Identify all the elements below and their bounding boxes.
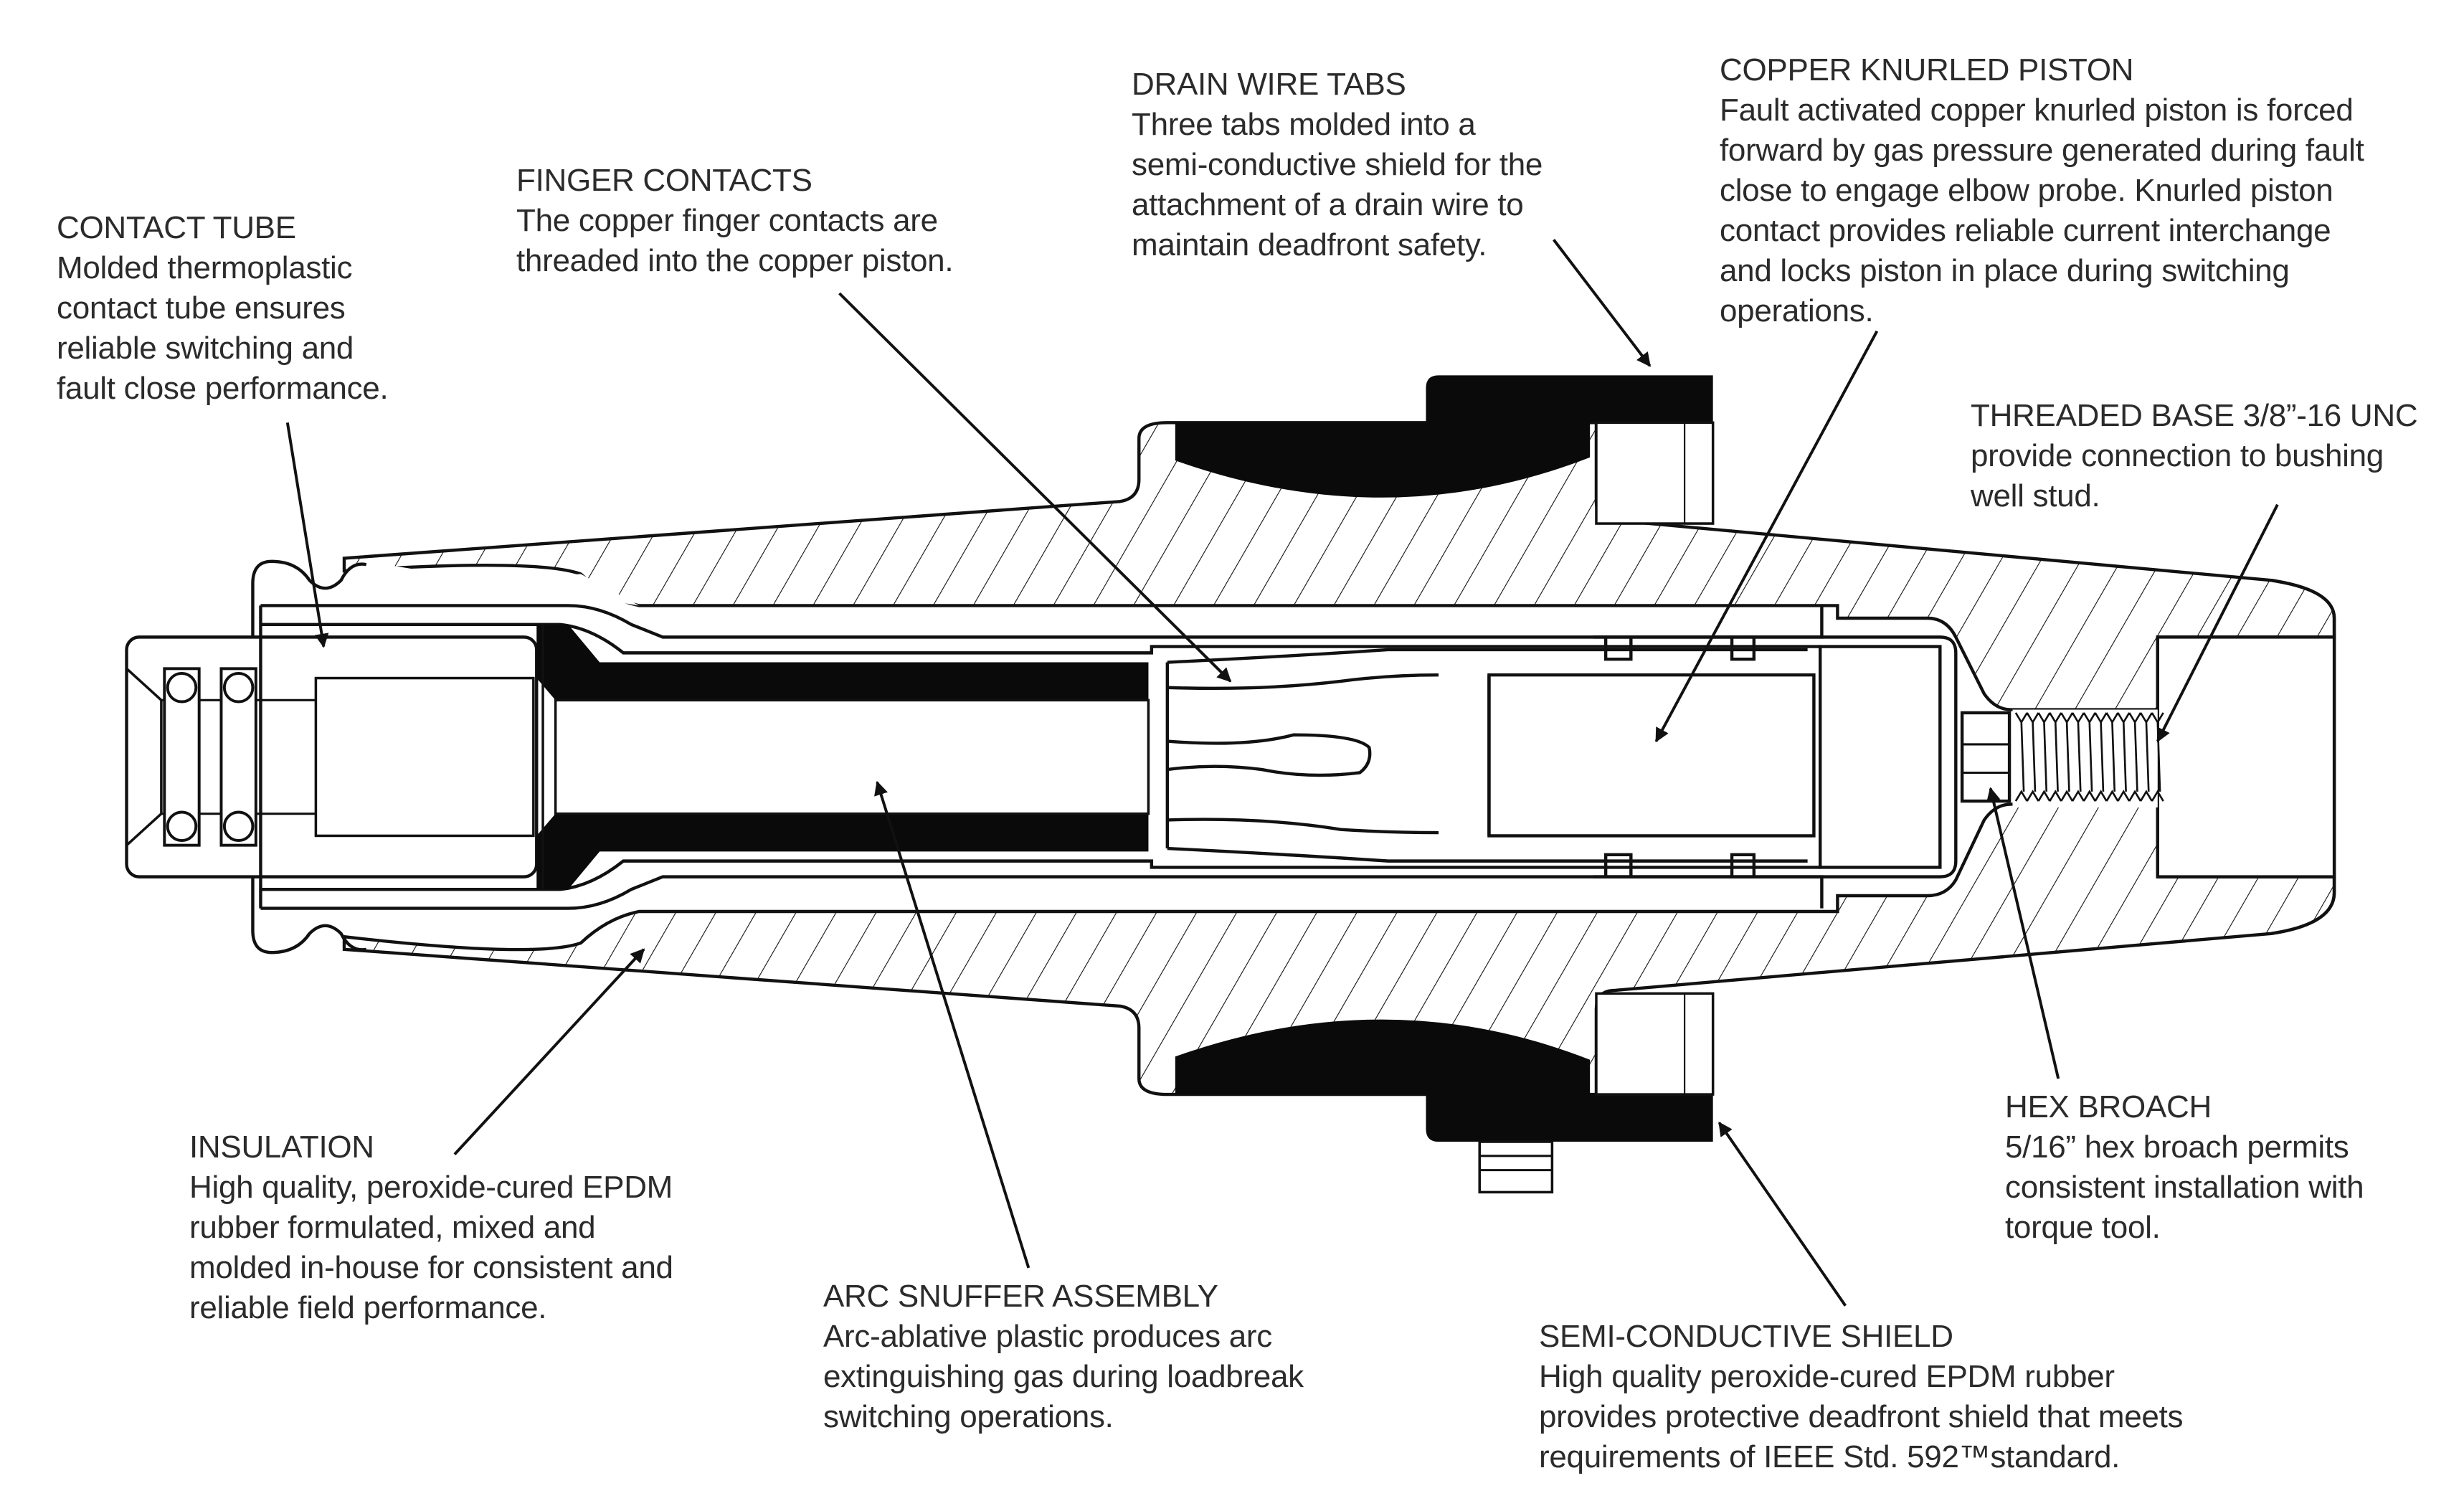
insulation-lower <box>342 802 2336 1097</box>
callout-line: extinguishing gas during loadbreak <box>823 1359 1304 1394</box>
o-ring-2 <box>219 667 257 847</box>
shield-upper-crescent <box>1175 422 1591 498</box>
callout-insulation: INSULATION High quality, peroxide-cured … <box>189 1127 673 1328</box>
arrow-semi-conductive-shield <box>1717 1122 1847 1307</box>
shield-lower-ring <box>1595 992 1715 1096</box>
callout-drain-wire-tabs: DRAIN WIRE TABS Three tabs molded into a… <box>1132 65 1543 265</box>
callout-hex-broach: HEX BROACH 5/16” hex broach permits cons… <box>2005 1087 2364 1248</box>
callout-line: reliable switching and <box>57 331 354 366</box>
insulation-upper <box>342 421 2336 711</box>
callout-line: and locks piston in place during switchi… <box>1720 253 2290 288</box>
callout-finger-contacts: FINGER CONTACTS The copper finger contac… <box>516 161 954 281</box>
shield-lower-crescent <box>1175 1019 1591 1095</box>
callout-line: 5/16” hex broach permits <box>2005 1130 2349 1165</box>
threaded-base <box>2012 709 2164 808</box>
callout-line: contact tube ensures <box>57 290 346 326</box>
callout-title: INSULATION <box>189 1130 374 1165</box>
contact-tube-flange-upper <box>251 559 367 638</box>
insulation-body <box>342 421 2336 1097</box>
callout-line: well stud. <box>1971 478 2100 513</box>
shield-lower-collar <box>1426 1094 1713 1142</box>
callout-title: CONTACT TUBE <box>57 210 296 245</box>
callout-threaded-base: THREADED BASE 3/8”-16 UNC provide connec… <box>1971 396 2418 516</box>
insulation-nose-tip <box>2270 579 2336 935</box>
arrow-hex-broach <box>1986 787 2060 1079</box>
contact-tube-flange-lower <box>251 876 367 955</box>
callout-line: requirements of IEEE Std. 592™standard. <box>1539 1439 2121 1474</box>
hex-broach <box>1960 711 2012 803</box>
callout-line: contact provides reliable current interc… <box>1720 213 2331 248</box>
callout-line: torque tool. <box>2005 1210 2161 1245</box>
callout-line: Fault activated copper knurled piston is… <box>1720 93 2354 128</box>
callout-line: fault close performance. <box>57 371 389 406</box>
callout-line: High quality peroxide-cured EPDM rubber <box>1539 1359 2115 1394</box>
o-ring-1 <box>163 667 201 847</box>
callout-title: DRAIN WIRE TABS <box>1132 67 1406 102</box>
shield-upper-ring <box>1595 421 1715 525</box>
copper-knurled-piston <box>1487 637 1816 877</box>
inner-housing <box>259 604 1958 910</box>
semi-conductive-shield <box>1175 375 1715 1194</box>
callout-line: reliable field performance. <box>189 1290 547 1325</box>
arrow-contact-tube <box>285 422 329 648</box>
callout-line: Arc-ablative plastic produces arc <box>823 1319 1272 1354</box>
callout-title: COPPER KNURLED PISTON <box>1720 52 2134 87</box>
finger-contacts <box>1165 648 1808 863</box>
callout-title: SEMI-CONDUCTIVE SHIELD <box>1539 1319 1953 1354</box>
arc-snuffer-assembly <box>536 624 1150 890</box>
callout-line: High quality, peroxide-cured EPDM <box>189 1170 673 1205</box>
arrow-copper-knurled-piston <box>1654 330 1879 743</box>
callout-copper-knurled-piston: COPPER KNURLED PISTON Fault activated co… <box>1720 50 2364 331</box>
callout-line: threaded into the copper piston. <box>516 243 954 278</box>
callout-line: attachment of a drain wire to <box>1132 187 1524 222</box>
callout-line: provide connection to bushing <box>1971 438 2384 473</box>
callout-contact-tube: CONTACT TUBE Molded thermoplastic contac… <box>57 208 389 409</box>
callout-line: Molded thermoplastic <box>57 250 353 285</box>
arc-snuffer-upper <box>536 624 1149 701</box>
arc-snuffer-lower <box>536 813 1149 890</box>
drain-wire-tab <box>1478 1140 1554 1194</box>
callout-line: close to engage elbow probe. Knurled pis… <box>1720 173 2333 208</box>
arc-snuffer-bore <box>554 698 1150 815</box>
callout-arc-snuffer-assembly: ARC SNUFFER ASSEMBLY Arc-ablative plasti… <box>823 1277 1304 1437</box>
leader-arrows <box>285 239 2279 1307</box>
callout-line: semi-conductive shield for the <box>1132 147 1543 182</box>
callout-line: provides protective deadfront shield tha… <box>1539 1399 2184 1434</box>
callout-line: switching operations. <box>823 1399 1114 1434</box>
arrow-arc-snuffer <box>874 780 1030 1269</box>
callout-line: consistent installation with <box>2005 1170 2364 1205</box>
callout-line: molded in-house for consistent and <box>189 1250 673 1285</box>
stud-cavity <box>2156 635 2336 879</box>
callout-title: HEX BROACH <box>2005 1089 2212 1124</box>
arrow-finger-contacts <box>838 292 1232 683</box>
callout-line: forward by gas pressure generated during… <box>1720 133 2364 168</box>
contact-tube <box>125 559 640 955</box>
contact-tube-outer <box>252 561 640 606</box>
shield-upper-collar <box>1426 375 1713 423</box>
callout-title: ARC SNUFFER ASSEMBLY <box>823 1279 1218 1314</box>
arrow-insulation <box>453 948 645 1155</box>
callout-semi-conductive-shield: SEMI-CONDUCTIVE SHIELD High quality pero… <box>1539 1317 2184 1477</box>
arrow-threaded-base <box>2156 503 2279 743</box>
callout-line: Three tabs molded into a <box>1132 107 1476 142</box>
arrow-drain-wire-tabs <box>1553 239 1652 367</box>
callout-line: operations. <box>1720 293 1874 328</box>
contact-tube-chamfer <box>125 668 163 846</box>
callout-title: THREADED BASE 3/8”-16 UNC <box>1971 398 2418 433</box>
callout-title: FINGER CONTACTS <box>516 163 812 198</box>
contact-tube-inner-bore <box>314 676 535 838</box>
callout-line: rubber formulated, mixed and <box>189 1210 596 1245</box>
callout-line: The copper finger contacts are <box>516 203 938 238</box>
callout-line: maintain deadfront safety. <box>1132 227 1487 262</box>
